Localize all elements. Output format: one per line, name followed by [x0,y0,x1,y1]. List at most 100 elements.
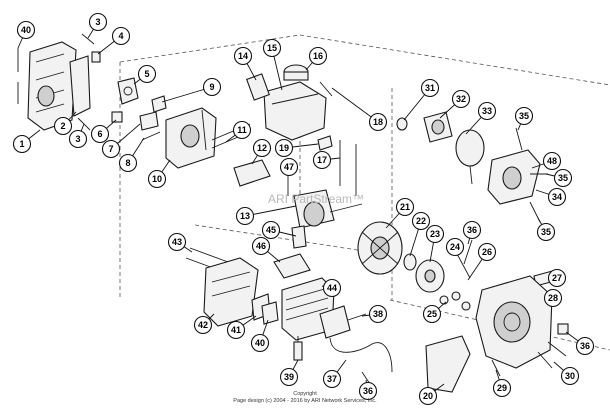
carburetor [165,107,217,169]
grommet-14 [246,73,270,101]
air-filter-cover [27,41,77,131]
callout-circle [477,242,497,262]
callout-33: 33 [465,101,497,135]
filter-element [69,55,91,117]
callout-5: 5 [133,64,157,85]
callout-number: 40 [21,25,31,35]
callout-circle [111,26,131,46]
callout-number: 35 [519,111,529,121]
callout-17: 17 [312,150,341,170]
callout-24: 24 [445,237,465,257]
callout-number: 40 [255,338,265,348]
screw-38 [347,313,367,321]
callout-number: 4 [118,31,123,41]
callout-42: 42 [193,313,215,335]
callout-number: 25 [427,309,437,319]
callout-26: 26 [467,242,497,281]
cylinder [281,277,335,341]
callout-circle [232,120,252,140]
callout-circle [250,333,270,353]
callout-number: 1 [19,139,24,149]
callout-34: 34 [535,187,567,207]
callout-circle [137,64,157,84]
tank-screws [319,81,357,196]
fitting-9 [151,95,167,113]
starter-pawls [439,291,471,311]
callout-circle [425,224,445,244]
callout-22: 22 [409,211,431,257]
crankshaft-assembly [293,189,363,229]
washer-22 [403,253,417,271]
callout-number: 26 [482,247,492,257]
callout-number: 36 [467,225,477,235]
callout-circle [536,222,556,242]
callout-48: 48 [531,151,562,171]
callout-number: 10 [152,174,162,184]
callout-46: 46 [251,236,281,263]
callout-number: 36 [580,341,590,351]
bushing-4 [91,51,101,63]
callout-circle [553,168,573,188]
callout-circle [193,315,213,335]
callout-number: 38 [373,309,383,319]
callout-number: 32 [456,94,466,104]
callout-9: 9 [161,77,222,103]
callout-circle [395,197,415,217]
callout-number: 3 [75,134,80,144]
callout-number: 23 [430,229,440,239]
callout-14: 14 [233,46,257,81]
callout-circle [101,139,121,159]
screw-8 [141,131,161,141]
callout-circle [118,153,138,173]
callout-8: 8 [118,137,145,173]
callout-number: 34 [552,192,562,202]
callout-38: 38 [361,304,388,324]
callout-number: 29 [497,383,507,393]
callout-43: 43 [167,232,193,253]
callout-30: 30 [553,361,580,386]
callout-16: 16 [305,46,328,71]
callout-circle [167,232,187,252]
callout-number: 18 [373,117,383,127]
callout-circle [235,206,255,226]
callout-number: 30 [565,371,575,381]
washer-31 [396,117,408,131]
callout-number: 9 [209,82,214,92]
callout-3: 3 [68,123,88,149]
fuel-cap [283,64,309,81]
callout-40: 40 [250,319,270,353]
callout-35: 35 [545,168,573,188]
callout-circle [68,129,88,149]
callout-18: 18 [331,87,388,132]
callout-2: 2 [53,111,77,136]
callout-29: 29 [492,369,512,398]
callout-circle [322,278,342,298]
connecting-rod [291,225,307,249]
callout-number: 42 [198,320,208,330]
callout-circle [560,366,580,386]
callout-number: 6 [97,129,102,139]
callout-28: 28 [543,288,563,308]
callout-number: 8 [125,158,130,168]
callout-23: 23 [425,224,445,263]
callout-number: 27 [552,273,562,283]
callout-circle [462,220,482,240]
callout-7: 7 [101,123,141,159]
callout-circle [308,46,328,66]
callout-number: 14 [238,51,248,61]
fuel-tank [263,81,327,141]
callout-circle [477,101,497,121]
starter-pulley [415,259,445,293]
callout-circle [262,38,282,58]
callout-circle [88,12,108,32]
watermark: ARI PartStream™ [268,192,365,206]
callout-47: 47 [279,157,299,177]
copyright-label: Copyright [293,391,317,397]
callout-number: 31 [425,83,435,93]
callout-1: 1 [12,129,41,154]
callout-circle [279,367,299,387]
callout-circle [575,336,595,356]
callout-number: 48 [547,156,557,166]
starter-housing [475,275,553,369]
gasket-46 [273,253,311,279]
